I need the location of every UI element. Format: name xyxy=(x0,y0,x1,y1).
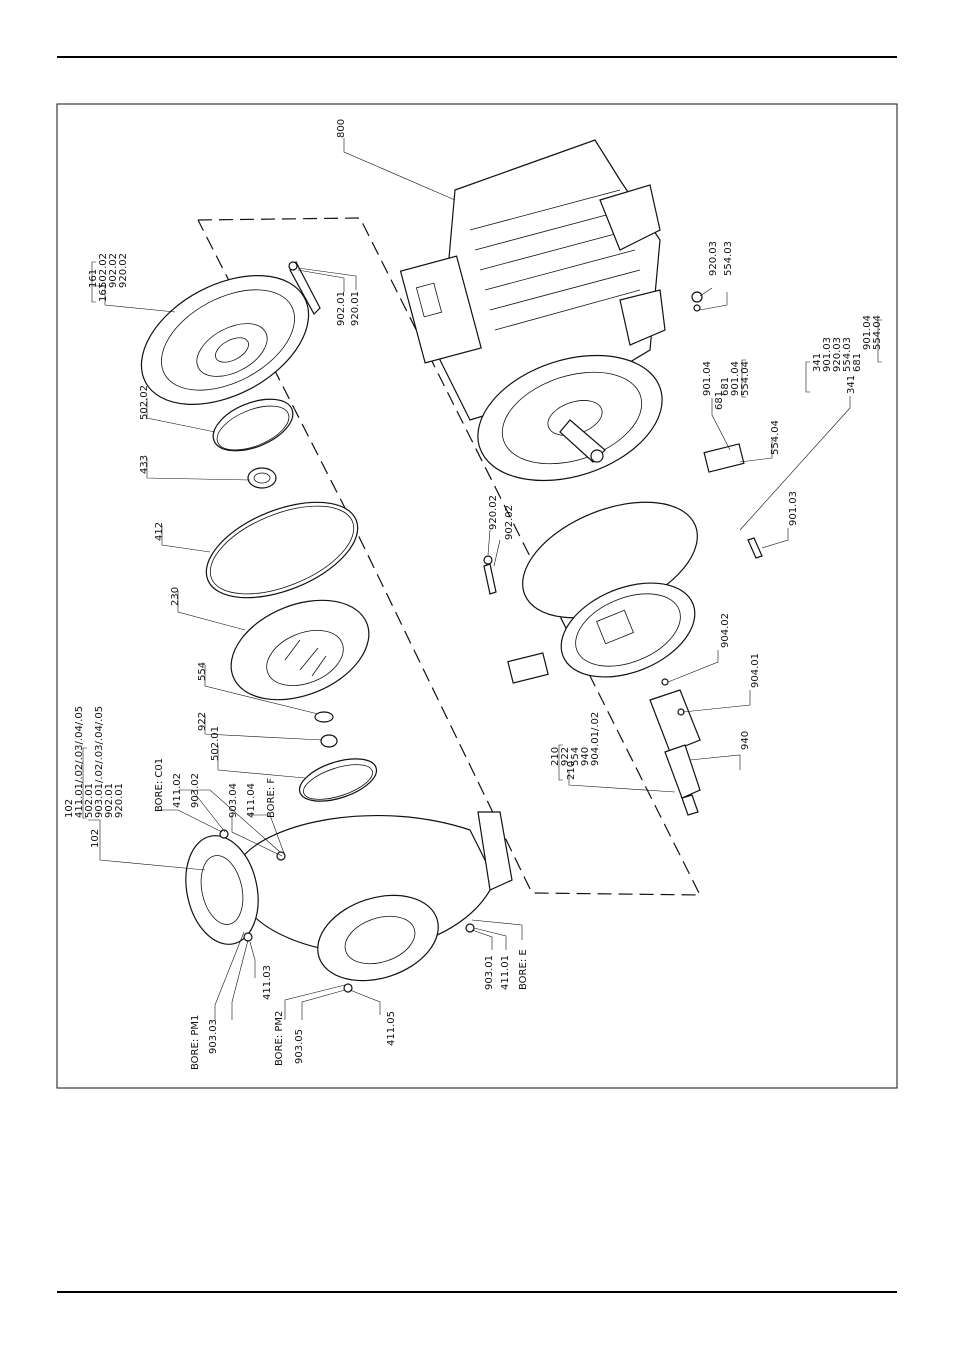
seal-433 xyxy=(247,467,277,489)
label-bore-pm1: BORE: PM1 xyxy=(190,1015,201,1070)
label-161-group-0: 161 xyxy=(88,269,99,288)
label-681-group-1: 901.04 xyxy=(730,361,741,396)
drawing-frame xyxy=(56,103,898,1089)
label-903-05: 903.05 xyxy=(294,1029,305,1064)
label-411-01: 411.01 xyxy=(500,955,511,990)
label-341-group-1: 901.03 xyxy=(822,337,833,372)
label-341: 341 xyxy=(846,375,857,394)
label-102: 102 xyxy=(90,829,101,848)
label-902-02: 902.02 xyxy=(504,505,515,540)
label-102-group-5: 920.01 xyxy=(114,783,125,818)
cover-161 xyxy=(140,260,321,405)
shaft-210 xyxy=(649,689,701,816)
label-903-04: 903.04 xyxy=(228,783,239,818)
label-502-01: 502.01 xyxy=(210,726,221,761)
label-161: 161 xyxy=(98,283,109,302)
label-210-group-1: 922 xyxy=(560,747,571,766)
nut-922 xyxy=(320,734,338,748)
small-hardware xyxy=(219,291,763,993)
leader-lines xyxy=(88,138,851,1020)
label-bore-c01: BORE: C01 xyxy=(154,758,165,812)
label-554: 554 xyxy=(197,662,208,681)
nameplate-681 xyxy=(507,443,745,684)
label-411-05: 411.05 xyxy=(386,1011,397,1046)
label-102-group-0: 102 xyxy=(64,799,75,818)
label-903-03: 903.03 xyxy=(208,1019,219,1054)
label-920-03: 920.03 xyxy=(708,241,719,276)
label-412: 412 xyxy=(154,522,165,541)
label-102-group-3: 903.01/.02/.03/.04/.05 xyxy=(94,706,105,818)
label-bore-f: BORE: F xyxy=(266,778,277,818)
header-rule xyxy=(57,56,897,58)
label-341-sub-0: 901.04 xyxy=(862,315,873,350)
label-210-group-0: 210 xyxy=(550,747,561,766)
impeller-230 xyxy=(230,599,370,701)
label-411-02: 411.02 xyxy=(172,773,183,808)
label-502-02: 502.02 xyxy=(139,385,150,420)
label-161-group-1: 502.02 xyxy=(98,253,109,288)
motor-800 xyxy=(399,139,666,482)
label-341-sub-1: 554.04 xyxy=(872,315,883,350)
label-681: 681 xyxy=(714,391,725,410)
label-901-03: 901.03 xyxy=(788,491,799,526)
adapter-341 xyxy=(522,501,698,678)
dashed-axis-lines xyxy=(197,217,701,896)
label-901-04: 901.04 xyxy=(702,361,713,396)
label-341-group-3: 554.03 xyxy=(842,337,853,372)
label-102-group-4: 902.01 xyxy=(104,783,115,818)
label-902-01: 902.01 xyxy=(336,291,347,326)
label-940: 940 xyxy=(740,731,751,750)
label-920-02: 920.02 xyxy=(488,495,499,530)
label-903-02: 903.02 xyxy=(190,773,201,808)
label-411-04: 411.04 xyxy=(246,783,257,818)
group-brackets xyxy=(82,261,882,819)
label-922: 922 xyxy=(197,712,208,731)
casing-102 xyxy=(185,811,513,982)
label-681-group-2: 554.04 xyxy=(740,361,751,396)
label-341-group-4: 681 xyxy=(852,353,863,372)
label-bore-pm2: BORE: PM2 xyxy=(274,1011,285,1066)
label-bore-e: BORE: E xyxy=(518,949,529,990)
label-904-01: 904.01 xyxy=(750,653,761,688)
label-411-03: 411.03 xyxy=(262,965,273,1000)
label-230: 230 xyxy=(170,587,181,606)
washer-554 xyxy=(314,711,334,723)
part-labels: 800 161 502.02 902.02 920.02 161 902.01 … xyxy=(64,119,883,1070)
label-903-01: 903.01 xyxy=(484,955,495,990)
label-161-group-3: 920.02 xyxy=(118,253,129,288)
wear-ring-502-01 xyxy=(298,758,378,802)
label-554-03: 554.03 xyxy=(723,241,734,276)
label-554-04: 554.04 xyxy=(770,420,781,455)
footer-rule xyxy=(57,1291,897,1293)
label-102-group-2: 502.01 xyxy=(84,783,95,818)
label-904-02: 904.02 xyxy=(720,613,731,648)
label-102-group-1: 411.01/.02/.03/.04/.05 xyxy=(74,706,85,818)
wear-ring-502-02 xyxy=(212,398,294,452)
label-433: 433 xyxy=(139,455,150,474)
label-341-group-0: 341 xyxy=(812,353,823,372)
label-920-01: 920.01 xyxy=(350,291,361,326)
label-210-group-4: 904.01/.02 xyxy=(590,712,601,766)
label-161-group-2: 902.02 xyxy=(108,253,119,288)
label-210-group-3: 940 xyxy=(580,747,591,766)
label-800: 800 xyxy=(336,119,347,138)
label-210-group-2: 554 xyxy=(570,747,581,766)
gasket-412 xyxy=(205,501,359,599)
label-681-group-0: 681 xyxy=(720,377,731,396)
label-341-group-2: 920.03 xyxy=(832,337,843,372)
label-210: 210 xyxy=(566,761,577,780)
